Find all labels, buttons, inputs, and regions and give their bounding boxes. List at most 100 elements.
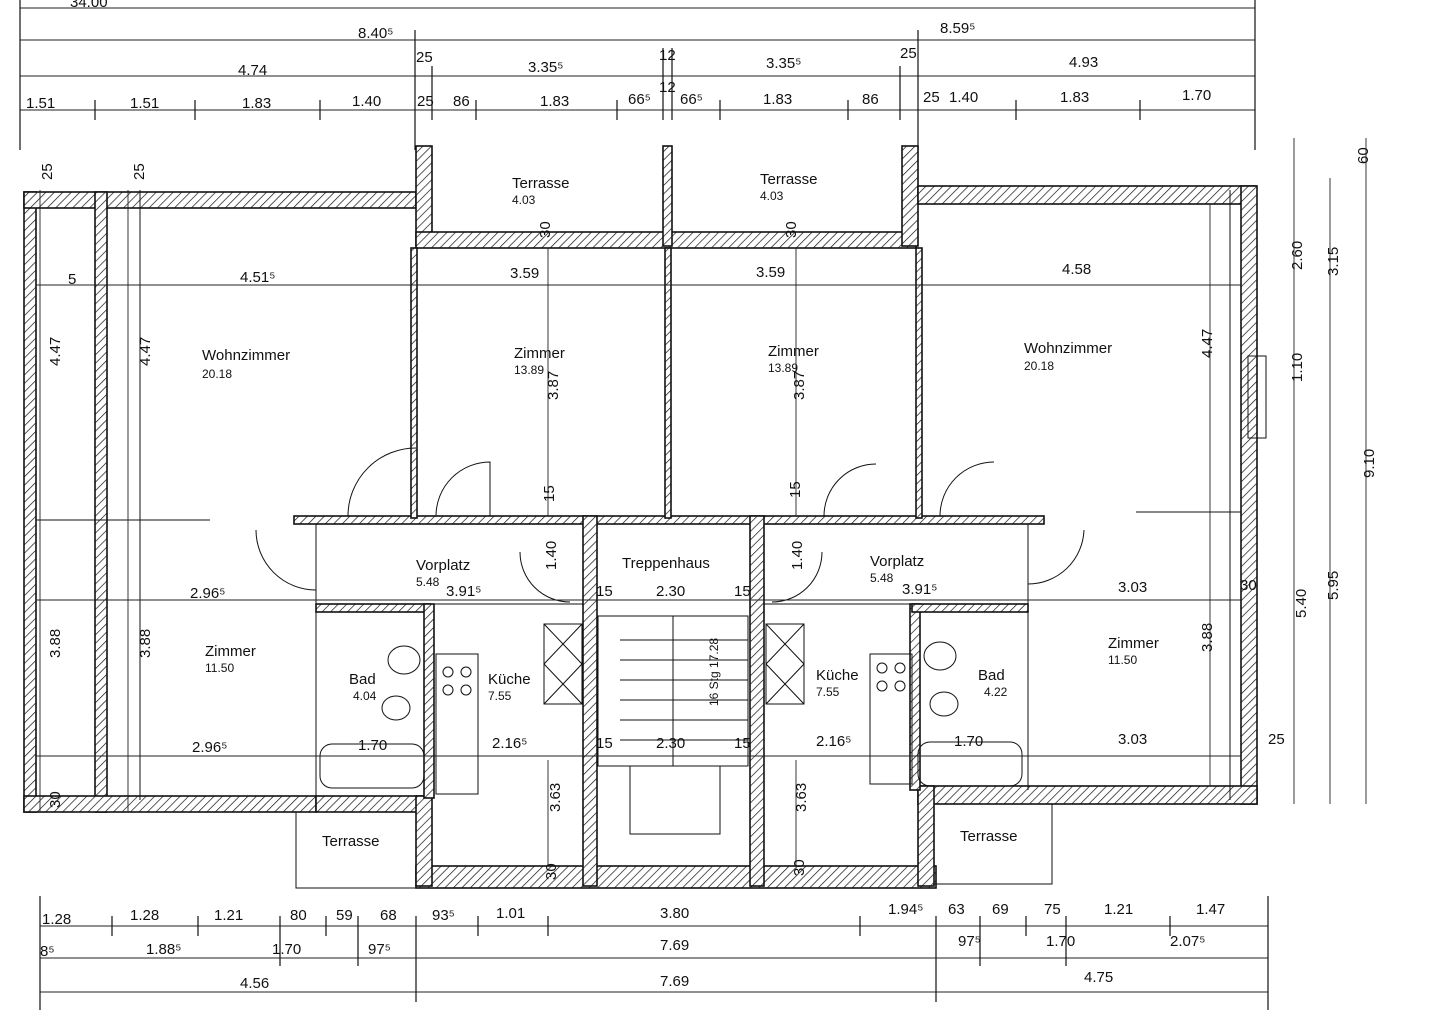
dim-label: 63 xyxy=(948,901,965,918)
left-dimensions: 25 4.47 3.88 25 4.47 3.88 xyxy=(39,163,154,812)
dim-label: 15 xyxy=(734,735,751,752)
room-name: Wohnzimmer xyxy=(1024,340,1112,357)
dim-label: 75 xyxy=(1044,901,1061,918)
dim-label: 3.15 xyxy=(1325,247,1342,276)
dim-label: 2.16⁵ xyxy=(816,733,851,750)
dim-label: 2.07⁵ xyxy=(1170,933,1205,950)
room-name: Bad xyxy=(978,667,1005,684)
room-area: 7.55 xyxy=(488,689,512,703)
room-name: Küche xyxy=(816,667,859,684)
interior-lines xyxy=(36,190,1267,889)
dim-label: 1.83 xyxy=(1060,89,1089,106)
dim-label: 2.30 xyxy=(656,583,685,600)
dim-label: 25 xyxy=(131,163,148,180)
dim-label: 1.21 xyxy=(1104,901,1133,918)
dim-label: 5.40 xyxy=(1293,589,1310,618)
room-area: 5.48 xyxy=(416,575,440,589)
dim-label: 12 xyxy=(659,79,676,96)
dim-label: 25 xyxy=(417,93,434,110)
dim-label: 3.91⁵ xyxy=(446,583,481,600)
dim-label: 66⁵ xyxy=(680,91,703,108)
dim-label: 3.35⁵ xyxy=(528,59,563,76)
room-area: 11.50 xyxy=(205,661,234,675)
dim-label: 4.75 xyxy=(1084,969,1113,986)
room-area: 4.22 xyxy=(984,685,1008,699)
dim-label: 1.10 xyxy=(1289,353,1306,382)
room-name: Terrasse xyxy=(760,171,818,188)
dim-label: 3.88 xyxy=(1199,623,1216,652)
dim-label: 3.88 xyxy=(137,629,154,658)
top-dimensions: 34.00 8.40⁵ 8.59⁵ 4.74 25 3.35⁵ 12 3.35⁵… xyxy=(19,0,1256,150)
right-dimensions: 60 3.15 2.60 1.10 9.10 5.95 5.40 25 xyxy=(1268,138,1378,804)
dim-label: 3.91⁵ xyxy=(902,581,937,598)
dim-label: 2.96⁵ xyxy=(190,585,225,602)
room-name: Wohnzimmer xyxy=(202,347,290,364)
room-area: 5.48 xyxy=(870,571,894,585)
dim-label: 80 xyxy=(290,907,307,924)
dim-label: 1.47 xyxy=(1196,901,1225,918)
dim-label: 1.70 xyxy=(272,941,301,958)
room-name: Terrasse xyxy=(322,833,380,850)
dim-label: 1.94⁵ xyxy=(888,901,923,918)
room-name: Vorplatz xyxy=(870,553,924,570)
dim-label: 1.40 xyxy=(789,541,806,570)
room-name: Zimmer xyxy=(1108,635,1159,652)
room-area: 4.04 xyxy=(353,689,377,703)
dim-label: 1.83 xyxy=(763,91,792,108)
dim-top-left-half: 8.40⁵ xyxy=(358,25,393,42)
dim-label: 3.59 xyxy=(756,264,785,281)
dim-label: 5.95 xyxy=(1325,571,1342,600)
room-area: 7.55 xyxy=(816,685,840,699)
dim-label: 30 xyxy=(537,221,554,238)
dim-label: 25 xyxy=(416,49,433,66)
dim-label: 1.70 xyxy=(358,737,387,754)
dim-label: 3.87 xyxy=(791,371,808,400)
dim-label: 3.35⁵ xyxy=(766,55,801,72)
dim-label: 4.51⁵ xyxy=(240,269,275,286)
dim-label: 69 xyxy=(992,901,1009,918)
dim-label: 86 xyxy=(453,93,470,110)
dim-label: 3.59 xyxy=(510,265,539,282)
room-name: Treppenhaus xyxy=(622,555,710,572)
room-area: 4.03 xyxy=(760,189,784,203)
dim-label: 30 xyxy=(783,221,800,238)
dim-label: 3.88 xyxy=(47,629,64,658)
room-area: 4.03 xyxy=(512,193,536,207)
dim-label: 8⁵ xyxy=(40,943,55,960)
dim-label: 1.40 xyxy=(949,89,978,106)
dim-label: 86 xyxy=(862,91,879,108)
dim-label: 1.51 xyxy=(26,95,55,112)
dim-label: 1.21 xyxy=(214,907,243,924)
dim-label: 15 xyxy=(787,481,804,498)
dim-label: 4.47 xyxy=(1199,329,1216,358)
dim-label: 3.63 xyxy=(793,783,810,812)
dim-label: 93⁵ xyxy=(432,907,455,924)
room-name: Bad xyxy=(349,671,376,688)
room-name: Küche xyxy=(488,671,531,688)
dim-label: 7.69 xyxy=(660,937,689,954)
dim-label: 1.70 xyxy=(954,733,983,750)
dim-label: 3.03 xyxy=(1118,731,1147,748)
dim-label: 1.01 xyxy=(496,905,525,922)
dim-label: 4.47 xyxy=(47,337,64,366)
dim-label: 97⁵ xyxy=(368,941,391,958)
dim-label: 1.28 xyxy=(42,911,71,928)
dim-label: 12 xyxy=(659,47,676,64)
room-area: 20.18 xyxy=(202,367,232,381)
dim-label: 97⁵ xyxy=(958,933,981,950)
dim-label: 2.16⁵ xyxy=(492,735,527,752)
dim-label: 4.93 xyxy=(1069,54,1098,71)
dim-label: 30 xyxy=(47,791,64,808)
dim-label: 1.88⁵ xyxy=(146,941,181,958)
dim-label: 66⁵ xyxy=(628,91,651,108)
dim-label: 68 xyxy=(380,907,397,924)
dim-label: 4.74 xyxy=(238,62,267,79)
dim-label: 2.30 xyxy=(656,735,685,752)
room-name: Terrasse xyxy=(960,828,1018,845)
dim-label: 15 xyxy=(596,735,613,752)
room-name: Zimmer xyxy=(205,643,256,660)
dim-label: 60 xyxy=(1355,147,1372,164)
dim-label: 3.87 xyxy=(545,371,562,400)
dim-label: 1.51 xyxy=(130,95,159,112)
